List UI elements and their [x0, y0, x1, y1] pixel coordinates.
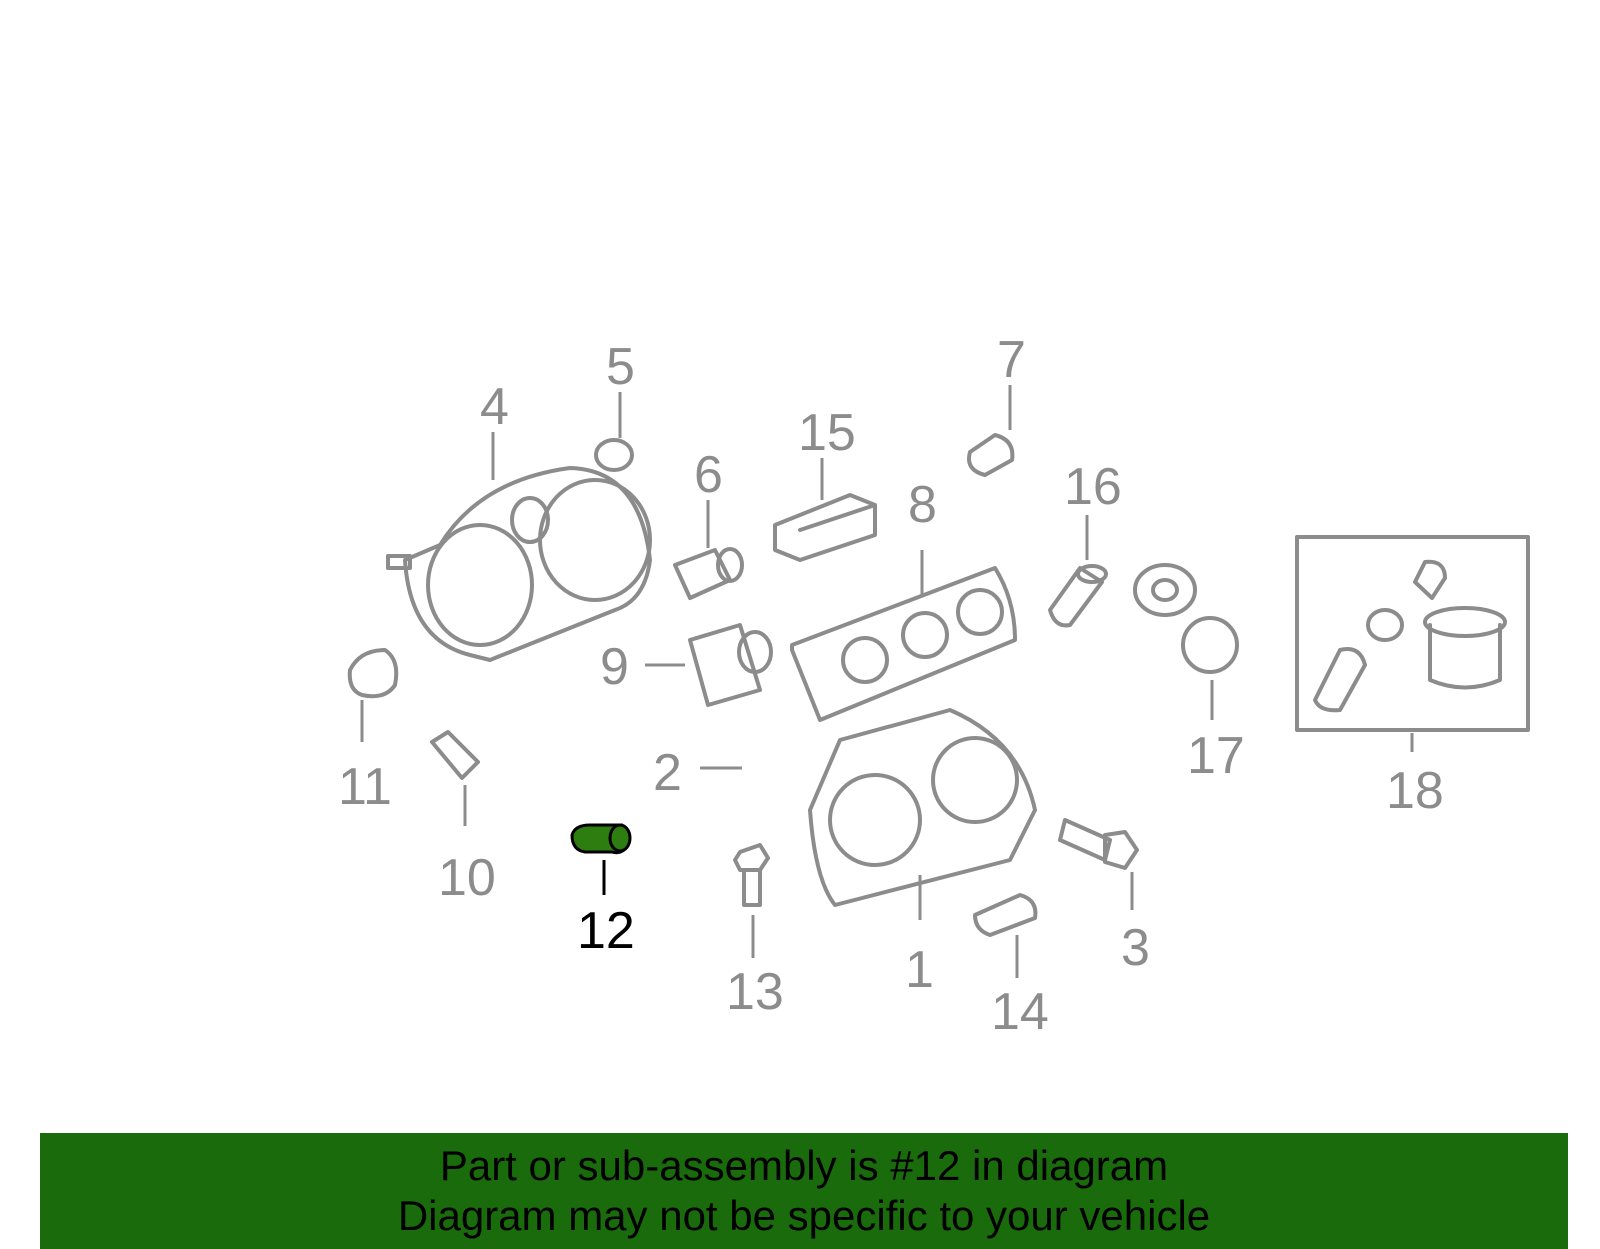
part-14-bulb[interactable] — [973, 893, 1038, 937]
callout-18[interactable]: 18 — [1386, 762, 1444, 820]
part-3-screw[interactable] — [1058, 818, 1139, 870]
callout-12[interactable]: 12 — [577, 902, 635, 960]
part-7-bulb[interactable] — [967, 433, 1015, 477]
callout-10[interactable]: 10 — [438, 849, 496, 907]
part-15-module[interactable] — [773, 493, 877, 562]
callout-6[interactable]: 6 — [694, 446, 723, 504]
part-12-highlighted[interactable] — [570, 823, 632, 855]
callout-9[interactable]: 9 — [600, 638, 629, 696]
part-4-cluster-housing[interactable] — [386, 466, 652, 662]
callout-16[interactable]: 16 — [1064, 458, 1122, 516]
callout-5[interactable]: 5 — [606, 338, 635, 396]
callout-17[interactable]: 17 — [1187, 727, 1245, 785]
callout-8[interactable]: 8 — [908, 476, 937, 534]
callout-1[interactable]: 1 — [905, 941, 934, 999]
callout-11[interactable]: 11 — [338, 758, 392, 816]
callout-2[interactable]: 2 — [653, 744, 682, 802]
callout-3[interactable]: 3 — [1121, 919, 1150, 977]
banner-line-1: Part or sub-assembly is #12 in diagram — [439, 1142, 1169, 1189]
part-18-kit[interactable] — [1295, 535, 1530, 732]
callout-15[interactable]: 15 — [798, 404, 856, 462]
part-11-knob[interactable] — [347, 648, 399, 699]
callout-13[interactable]: 13 — [726, 963, 784, 1021]
part-10-bulb[interactable] — [430, 730, 480, 780]
banner-line-2: Diagram may not be specific to your vehi… — [397, 1192, 1211, 1239]
part-1-instrument-cluster[interactable] — [808, 708, 1037, 907]
part-17-socket[interactable] — [1133, 563, 1239, 674]
part-8-control-panel[interactable] — [790, 566, 1017, 722]
callout-14[interactable]: 14 — [991, 983, 1049, 1041]
callout-4[interactable]: 4 — [480, 378, 509, 436]
part-6-switch[interactable] — [673, 547, 744, 600]
part-16-bulb[interactable] — [1048, 564, 1108, 628]
callout-7[interactable]: 7 — [997, 331, 1026, 389]
part-9-switch[interactable] — [688, 623, 773, 707]
info-banner: Part or sub-assembly is #12 in diagram D… — [40, 1133, 1568, 1249]
part-13-bolt[interactable] — [733, 843, 770, 907]
part-5-bulb[interactable] — [594, 438, 634, 472]
